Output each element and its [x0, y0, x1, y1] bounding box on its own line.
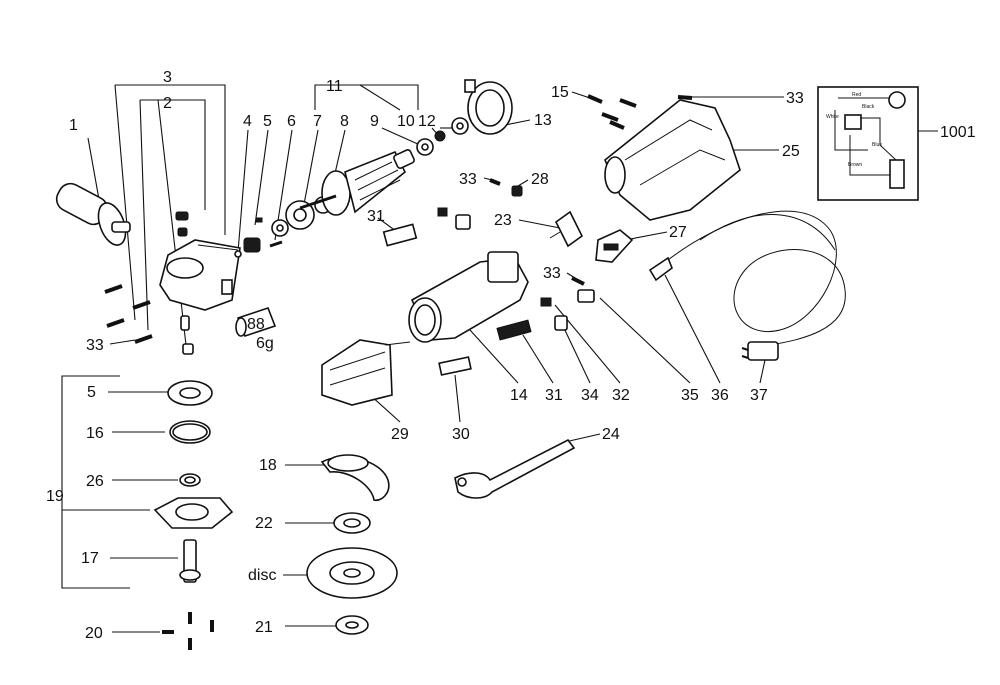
bearings — [416, 117, 469, 156]
spindle-assembly — [153, 380, 234, 650]
label-17: 17 — [81, 550, 99, 567]
label-33-right: 33 — [543, 265, 561, 282]
label-26: 26 — [86, 473, 104, 490]
label-25: 25 — [782, 143, 800, 160]
label-15: 15 — [551, 84, 569, 101]
label-21: 21 — [255, 619, 273, 636]
wire-label-brown: Brown — [848, 162, 862, 168]
power-cord — [648, 210, 846, 361]
switch — [595, 229, 634, 263]
label-2: 2 — [163, 95, 172, 112]
label-36: 36 — [711, 387, 729, 404]
label-4: 4 — [243, 113, 252, 130]
gear-housing — [159, 211, 241, 311]
rear-handle-housing — [604, 99, 741, 221]
brush-parts — [540, 276, 595, 331]
label-33-mid: 33 — [459, 171, 477, 188]
label-14: 14 — [510, 387, 528, 404]
label-disc: disc — [248, 567, 276, 584]
housing-screws — [104, 284, 194, 355]
part-labels: 1 3 2 4 5 6 7 8 11 9 10 12 13 15 33 25 1… — [46, 69, 976, 642]
label-9: 9 — [370, 113, 379, 130]
motor-housing — [408, 251, 529, 343]
label-11: 11 — [326, 78, 343, 95]
label-27: 27 — [669, 224, 687, 241]
spindle-parts — [234, 196, 332, 258]
label-20: 20 — [85, 625, 103, 642]
label-8: 8 — [340, 113, 349, 130]
label-1001: 1001 — [940, 124, 976, 141]
side-handle — [55, 182, 131, 246]
wiring-diagram: Red Black White Blue Brown — [817, 86, 919, 201]
label-28: 28 — [531, 171, 549, 188]
spanner-wrench — [454, 438, 576, 499]
wire-label-red: Red — [852, 92, 861, 98]
label-37: 37 — [750, 387, 768, 404]
label-5-lower: 5 — [87, 384, 96, 401]
armature — [299, 149, 415, 216]
label-5: 5 — [263, 113, 272, 130]
grease-tube — [235, 307, 277, 337]
label-30: 30 — [452, 426, 470, 443]
label-12: 12 — [418, 113, 436, 130]
guard-and-disc — [306, 454, 398, 635]
label-10: 10 — [397, 113, 415, 130]
label-22: 22 — [255, 515, 273, 532]
label-31-lower: 31 — [545, 387, 563, 404]
switch-parts — [437, 178, 584, 248]
label-18: 18 — [259, 457, 277, 474]
label-6: 6 — [287, 113, 296, 130]
label-32: 32 — [612, 387, 630, 404]
stator — [321, 339, 411, 406]
label-16: 16 — [86, 425, 104, 442]
label-7: 7 — [313, 113, 322, 130]
label-33-top: 33 — [786, 90, 804, 107]
brush-ring — [464, 79, 513, 135]
label-29: 29 — [391, 426, 409, 443]
label-31-upper: 31 — [367, 208, 385, 225]
wire-label-blue: Blue — [872, 142, 882, 148]
label-13: 13 — [534, 112, 552, 129]
label-35: 35 — [681, 387, 699, 404]
top-screws — [587, 94, 693, 130]
label-88: 88 — [247, 316, 265, 333]
label-plates — [382, 223, 532, 376]
label-34: 34 — [581, 387, 599, 404]
label-3: 3 — [163, 69, 172, 86]
label-24: 24 — [602, 426, 620, 443]
label-33-left: 33 — [86, 337, 104, 354]
label-19: 19 — [46, 488, 64, 505]
wire-label-black: Black — [862, 104, 875, 110]
wire-label-white: White — [826, 114, 839, 120]
label-6g: 6g — [256, 335, 274, 352]
label-23: 23 — [494, 212, 512, 229]
label-1: 1 — [69, 117, 78, 134]
